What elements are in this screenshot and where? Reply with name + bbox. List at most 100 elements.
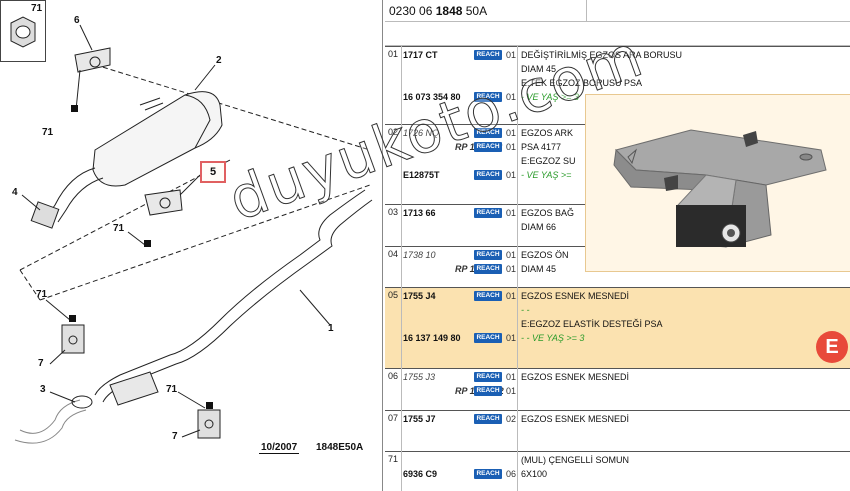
quantity: 01 bbox=[506, 92, 517, 102]
part-description: E:EGZOZ SU bbox=[521, 156, 576, 166]
quantity: 01 bbox=[506, 372, 517, 382]
quantity: 01 bbox=[506, 250, 517, 260]
part-description: EGZOS ESNEK MESNEDİ bbox=[521, 414, 630, 424]
exhaust-drawing bbox=[14, 24, 373, 444]
quantity: 01 bbox=[506, 264, 517, 274]
part-photo-popup[interactable] bbox=[585, 94, 850, 272]
reach-badge: REACH bbox=[474, 333, 502, 343]
reach-badge: REACH bbox=[474, 208, 502, 218]
table-line: 1755 J4 REACH 01 EGZOS ESNEK MESNEDİ bbox=[385, 291, 850, 303]
nut-icon bbox=[10, 16, 36, 48]
part-description: EGZOS ARK bbox=[521, 128, 574, 138]
row-position-number: 04 bbox=[388, 249, 399, 259]
reach-badge: REACH bbox=[474, 50, 502, 60]
table-row[interactable]: 07 1755 J7 REACH 02 EGZOS ESNEK MESNEDİ bbox=[385, 410, 850, 451]
quantity: 01 bbox=[506, 50, 517, 60]
table-row[interactable]: 01 1717 CT REACH 01 DEĞİŞTİRİLMİŞ EGZOS ARA … bbox=[385, 46, 850, 124]
row-position-number: 71 bbox=[388, 454, 399, 464]
part-description: DEĞİŞTİRİLMİŞ EGZOS ARA BORUSU bbox=[521, 50, 683, 60]
reach-badge: REACH bbox=[474, 414, 502, 424]
reach-badge: REACH bbox=[474, 250, 502, 260]
part-description: 6X100 bbox=[521, 469, 548, 479]
part-number[interactable]: 16 137 149 80 bbox=[403, 333, 461, 343]
table-line: 1713 66 REACH 01 EGZOS BAĞ bbox=[385, 208, 850, 220]
part-number[interactable]: 1713 66 bbox=[403, 208, 436, 218]
callout-5-highlighted[interactable]: 5 bbox=[200, 161, 226, 183]
reach-badge: REACH bbox=[474, 264, 502, 274]
table-line: RP 1730 J8REACH01PSA 4177 bbox=[385, 142, 850, 154]
part-number[interactable]: 16 073 354 80 bbox=[403, 92, 461, 102]
row-position-number: 01 bbox=[388, 49, 399, 59]
e-brand-icon[interactable]: E bbox=[816, 331, 848, 363]
quantity: 01 bbox=[506, 333, 517, 343]
reach-badge: REACH bbox=[474, 469, 502, 479]
part-description: (MUL) ÇENGELLİ SOMUN bbox=[521, 455, 630, 465]
table-line: (MUL) ÇENGELLİ SOMUN bbox=[385, 455, 850, 467]
part-number[interactable]: E12875T bbox=[403, 170, 440, 180]
reach-badge: REACH bbox=[474, 291, 502, 301]
reach-badge: REACH bbox=[474, 386, 502, 396]
part-description: - VE YAŞ >= 3 bbox=[521, 92, 579, 102]
row-position-number: 06 bbox=[388, 371, 399, 381]
row-position-number: 07 bbox=[388, 413, 399, 423]
part-description: EGZOS ESNEK MESNEDİ bbox=[521, 291, 630, 301]
quantity: 01 bbox=[506, 142, 517, 152]
part-number[interactable]: 1755 J4 bbox=[403, 291, 436, 301]
callout-71-c: 71 bbox=[36, 289, 48, 300]
callout-1: 1 bbox=[328, 323, 334, 334]
callout-7-a: 7 bbox=[38, 358, 44, 369]
part-number[interactable]: 1755 J3 bbox=[403, 372, 436, 382]
title-suffix: 50A bbox=[462, 4, 488, 18]
table-line: 1738 10 REACH 01 EGZOS ÖN bbox=[385, 250, 850, 262]
table-title: 0230 06 1848 50A bbox=[385, 0, 850, 22]
part-description: - - bbox=[521, 305, 530, 315]
part-description: PSA 4177 bbox=[521, 142, 562, 152]
part-description: - VE YAŞ >= bbox=[521, 170, 572, 180]
callout-4: 4 bbox=[12, 187, 18, 198]
part-description: E:TEK EGZOZ BORUSU PSA bbox=[521, 78, 643, 88]
table-line: 1726 NQ REACH 01 EGZOS ARK bbox=[385, 128, 850, 140]
reach-badge: REACH bbox=[474, 170, 502, 180]
table-row[interactable]: 05 1755 J4 REACH 01 EGZOS ESNEK MESNEDİ - - E:… bbox=[385, 287, 850, 368]
part-number[interactable]: 1755 J7 bbox=[403, 414, 436, 424]
table-line: RP 1736 31REACH01DIAM 45 bbox=[385, 264, 850, 276]
row-position-number: 02 bbox=[388, 127, 399, 137]
part-number[interactable]: 1726 NQ bbox=[403, 128, 440, 138]
part-number[interactable]: 1738 10 bbox=[403, 250, 436, 260]
reach-badge: REACH bbox=[474, 92, 502, 102]
part-description: - - VE YAŞ >= 3 bbox=[521, 333, 585, 343]
quantity: 01 bbox=[506, 170, 517, 180]
table-line: DIAM 66 bbox=[385, 222, 850, 234]
part-description: EGZOS BAĞ bbox=[521, 208, 575, 218]
exhaust-diagram: 71 6 2 71 5 4 71 1 71 7 3 71 7 10/2007 1… bbox=[0, 0, 383, 491]
table-line: E:TEK EGZOZ BORUSU PSA bbox=[385, 78, 850, 90]
table-line: 1755 J7 REACH 02 EGZOS ESNEK MESNEDİ bbox=[385, 414, 850, 426]
part-description: DIAM 45 bbox=[521, 264, 557, 274]
table-line: RP 1755 R2REACH01 bbox=[385, 386, 850, 398]
table-line: 1717 CT REACH 01 DEĞİŞTİRİLMİŞ EGZOS ARA BO… bbox=[385, 50, 850, 62]
title-prefix: 0230 06 bbox=[389, 4, 436, 18]
callout-71-a: 71 bbox=[42, 127, 54, 138]
callout-3: 3 bbox=[40, 384, 46, 395]
callout-7-b: 7 bbox=[172, 431, 178, 442]
reach-badge: REACH bbox=[474, 142, 502, 152]
quantity: 01 bbox=[506, 208, 517, 218]
ref-nut-box: 71 bbox=[0, 0, 46, 62]
part-description: EGZOS ÖN bbox=[521, 250, 569, 260]
quantity: 02 bbox=[506, 414, 517, 424]
bracket-photo bbox=[613, 129, 827, 248]
diagram-date: 10/2007 bbox=[259, 442, 300, 454]
table-line: E:EGZOZ ELASTİK DESTEĞİ PSA bbox=[385, 319, 850, 331]
table-line: 16 073 354 80 REACH 01 - VE YAŞ >= 3 bbox=[385, 92, 850, 104]
table-line: 16 137 149 80 REACH 01 - - VE YAŞ >= 3 bbox=[385, 333, 850, 345]
part-number[interactable]: 1717 CT bbox=[403, 50, 438, 60]
quantity: 01 bbox=[506, 291, 517, 301]
reach-badge: REACH bbox=[474, 128, 502, 138]
part-number[interactable]: 6936 C9 bbox=[403, 469, 438, 479]
row-position-number: 05 bbox=[388, 290, 399, 300]
quantity: 01 bbox=[506, 128, 517, 138]
diagram-code: 1848E50A bbox=[316, 442, 364, 453]
